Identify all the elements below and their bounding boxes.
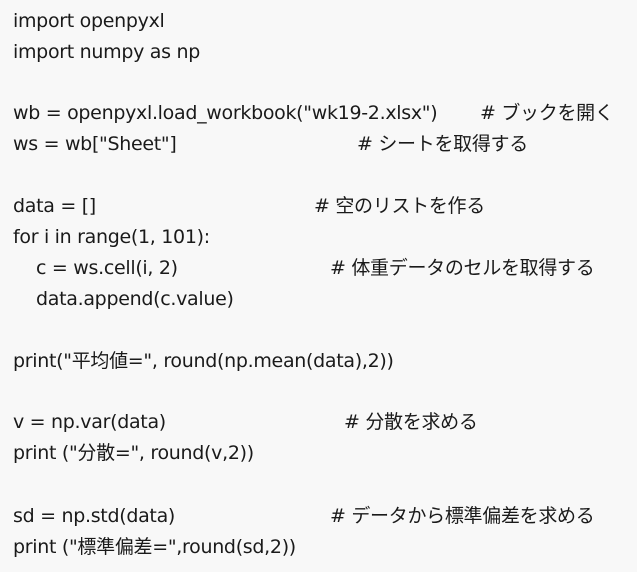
comment-variance: # 分散を求める xyxy=(344,411,478,433)
comment-open-book: # ブックを開く xyxy=(480,102,614,124)
code-line-4: wb = openpyxl.load_workbook("wk19-2.xlsx… xyxy=(13,102,438,124)
code-line-2: import numpy as np xyxy=(13,41,200,63)
code-line-1: import openpyxl xyxy=(13,10,165,32)
code-line-5: ws = wb["Sheet"] xyxy=(13,133,177,155)
code-line-14: v = np.var(data) xyxy=(13,411,166,433)
code-line-15: print ("分散=", round(v,2)) xyxy=(13,442,254,464)
code-line-18: print ("標準偏差=",round(sd,2)) xyxy=(13,536,296,558)
code-line-8: for i in range(1, 101): xyxy=(13,226,210,248)
comment-make-list: # 空のリストを作る xyxy=(314,195,485,217)
code-line-10: data.append(c.value) xyxy=(36,288,234,310)
code-line-12: print("平均値=", round(np.mean(data),2)) xyxy=(13,350,394,372)
comment-get-sheet: # シートを取得する xyxy=(357,133,528,155)
comment-std-dev: # データから標準偏差を求める xyxy=(330,505,595,527)
code-line-9: c = ws.cell(i, 2) xyxy=(36,257,178,279)
code-line-7: data = [] xyxy=(13,195,96,217)
code-line-17: sd = np.std(data) xyxy=(13,505,176,527)
comment-get-weight-cell: # 体重データのセルを取得する xyxy=(330,257,595,279)
